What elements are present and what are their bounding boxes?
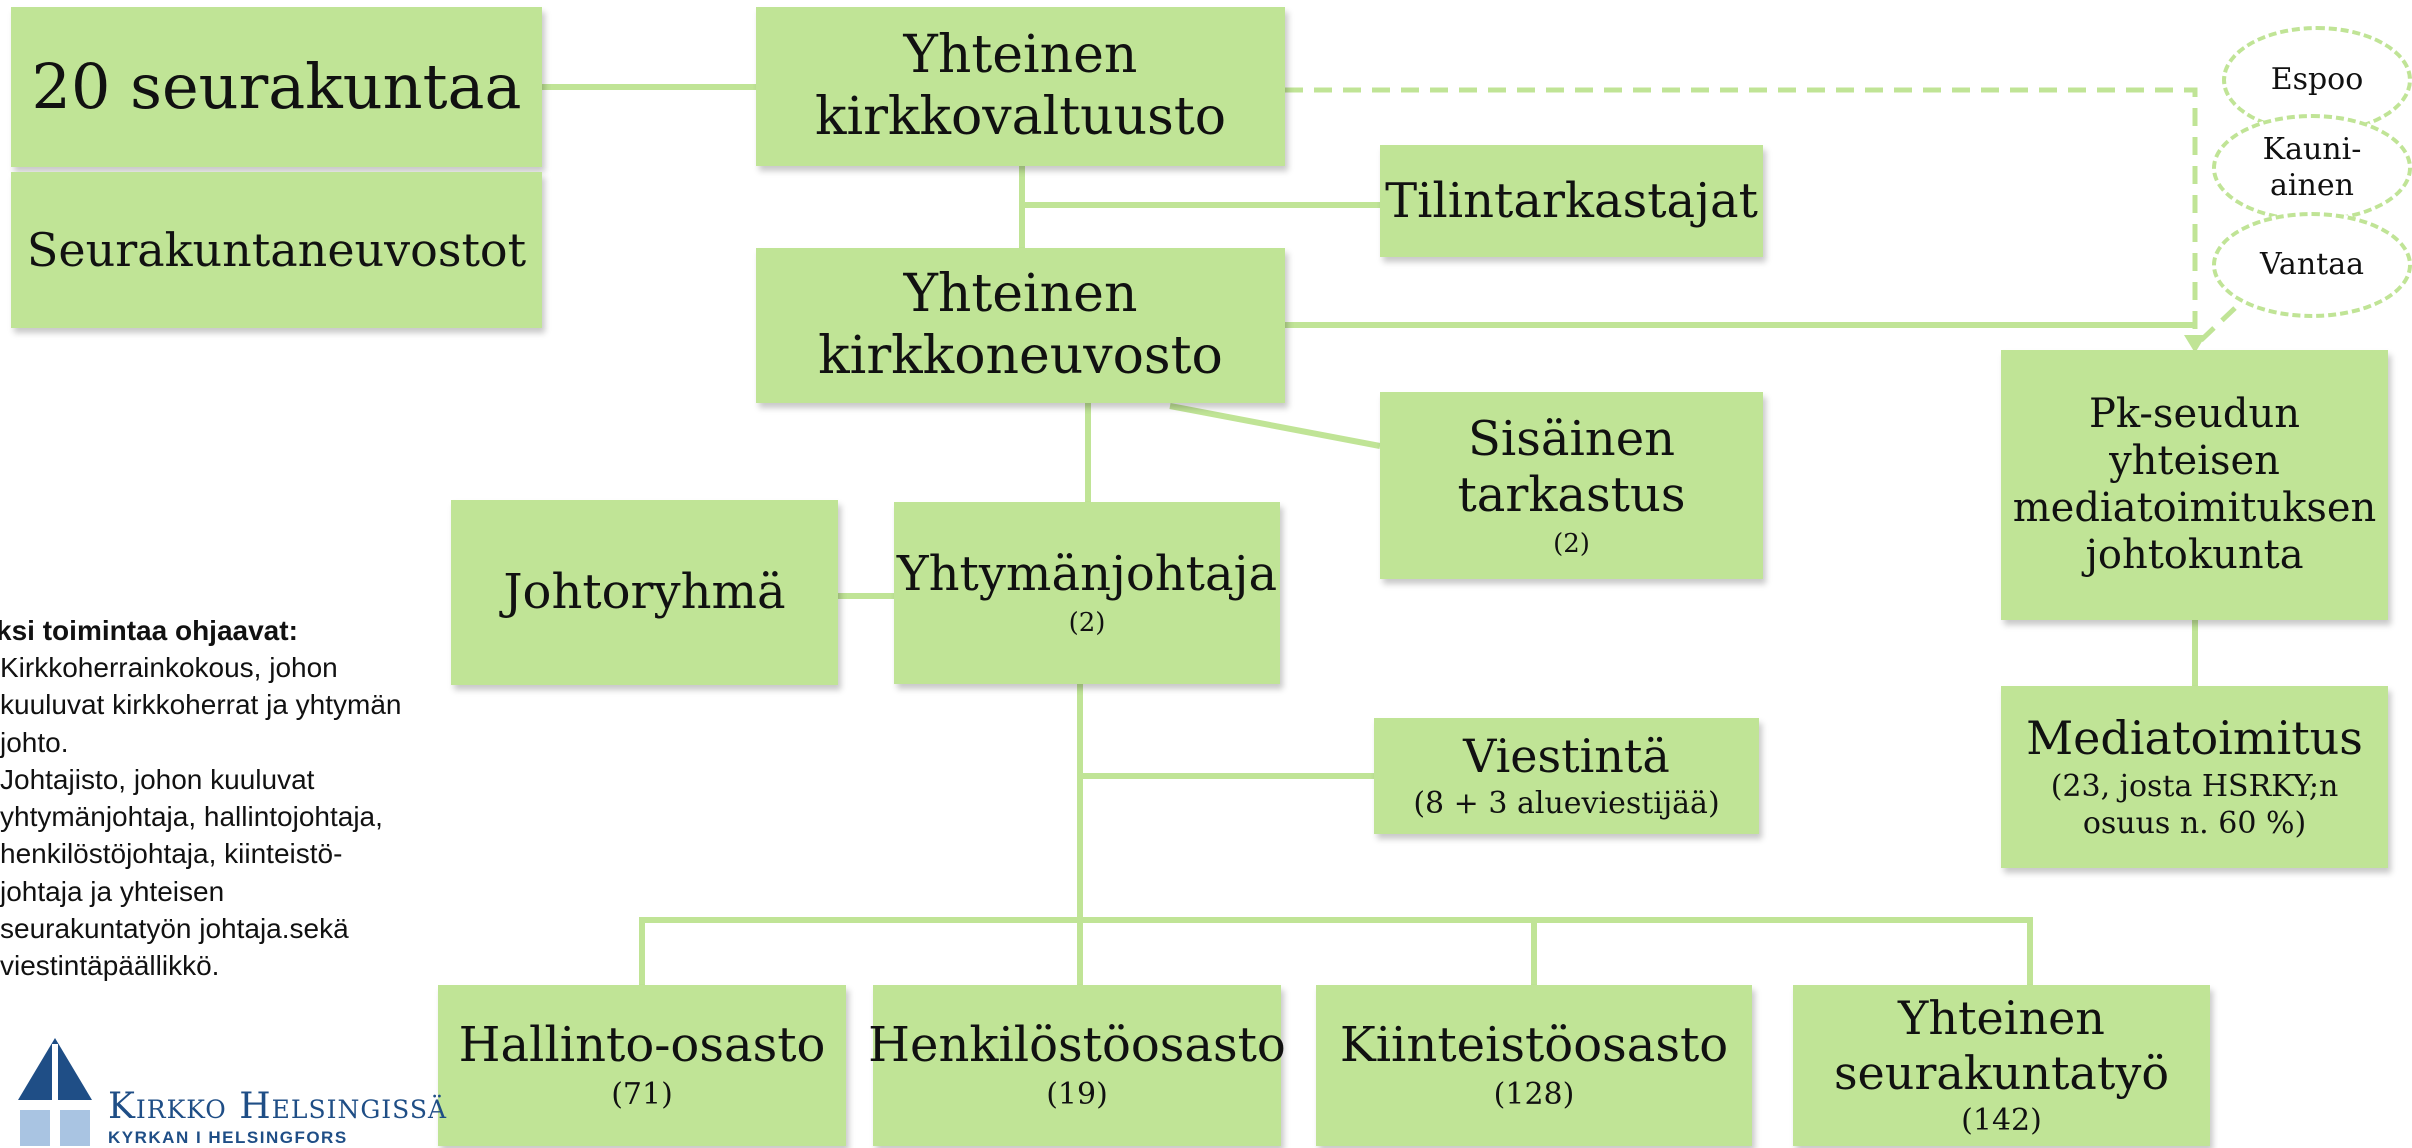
steering-note-title: Lisäksi toimintaa ohjaavat:: [0, 615, 298, 646]
communications-staff: (8 + 3 alueviestijää): [1413, 786, 1720, 822]
box-joint-parish-council: Yhteinen kirkkovaltuusto: [756, 7, 1285, 166]
property-dept-count: (128): [1493, 1077, 1575, 1113]
bubble-kauniainen: Kauni- ainen: [2212, 114, 2412, 222]
union-director-title: Yhtymänjohtaja: [896, 546, 1278, 603]
church-logo-icon: [14, 1038, 96, 1146]
box-media-office: Mediatoimitus (23, josta HSRKY;n osuus n…: [2001, 686, 2388, 868]
admin-dept-count: (71): [611, 1077, 673, 1113]
box-property-dept: Kiinteistöosasto (128): [1316, 985, 1752, 1146]
media-board-title: Pk-seudun yhteisen mediatoimituksen joht…: [2012, 390, 2377, 579]
box-communications: Viestintä (8 + 3 alueviestijää): [1374, 718, 1759, 834]
admin-dept-title: Hallinto-osasto: [458, 1017, 826, 1074]
hr-dept-count: (19): [1046, 1077, 1108, 1113]
joint-parish-work-title: Yhteinen seurakuntatyö: [1833, 991, 2170, 1100]
box-joint-church-council: Yhteinen kirkkoneuvosto: [756, 248, 1285, 403]
joint-parish-work-count: (142): [1961, 1103, 2042, 1139]
media-office-title: Mediatoimitus: [2026, 711, 2363, 766]
box-management-group: Johtoryhmä: [451, 500, 838, 685]
logo-subtitle: KYRKAN I HELSINGFORS: [108, 1128, 348, 1147]
parishes-title: 20 seurakuntaa: [31, 50, 522, 124]
parish-councils-title: Seurakuntaneuvostot: [26, 222, 527, 277]
connector-board-internal-audit: [1169, 403, 1381, 449]
internal-audit-title: Sisäinen tarkastus: [1457, 410, 1686, 524]
joint-church-council-title: Yhteinen kirkkoneuvosto: [818, 264, 1223, 386]
arrowhead-media-board: [2184, 335, 2206, 353]
union-director-count: (2): [1068, 608, 1106, 639]
box-media-board: Pk-seudun yhteisen mediatoimituksen joht…: [2001, 350, 2388, 620]
management-group-title: Johtoryhmä: [503, 564, 786, 621]
connector-dashed-municipalities: [1285, 87, 2198, 346]
auditors-title: Tilintarkastajat: [1385, 172, 1758, 229]
hr-dept-title: Henkilöstöosasto: [868, 1017, 1286, 1074]
logo-wordmark: Kirkko Helsingissä: [108, 1086, 448, 1127]
box-internal-audit: Sisäinen tarkastus (2): [1380, 392, 1763, 579]
internal-audit-count: (2): [1553, 528, 1590, 559]
box-admin-dept: Hallinto-osasto (71): [438, 985, 846, 1146]
joint-parish-council-title: Yhteinen kirkkovaltuusto: [814, 25, 1227, 147]
box-joint-parish-work: Yhteinen seurakuntatyö (142): [1793, 985, 2210, 1146]
communications-title: Viestintä: [1463, 729, 1670, 784]
bubble-vantaa: Vantaa: [2212, 212, 2412, 318]
connector-department-bus: [639, 917, 2033, 985]
box-auditors: Tilintarkastajat: [1380, 145, 1763, 257]
property-dept-title: Kiinteistöosasto: [1339, 1017, 1729, 1074]
box-union-director: Yhtymänjohtaja (2): [894, 502, 1280, 684]
steering-note-item: Johtajisto, johon kuuluvat yhtymänjohtaj…: [0, 761, 410, 984]
box-parish-councils: Seurakuntaneuvostot: [11, 172, 542, 328]
steering-note: Lisäksi toimintaa ohjaavat: Kirkkoherrai…: [0, 612, 410, 984]
box-parishes: 20 seurakuntaa: [11, 7, 542, 167]
media-office-staff: (23, josta HSRKY;n osuus n. 60 %): [2050, 768, 2339, 842]
box-hr-dept: Henkilöstöosasto (19): [868, 985, 1286, 1146]
steering-note-item: Kirkkoherrainkokous, johon kuuluvat kirk…: [0, 649, 410, 761]
